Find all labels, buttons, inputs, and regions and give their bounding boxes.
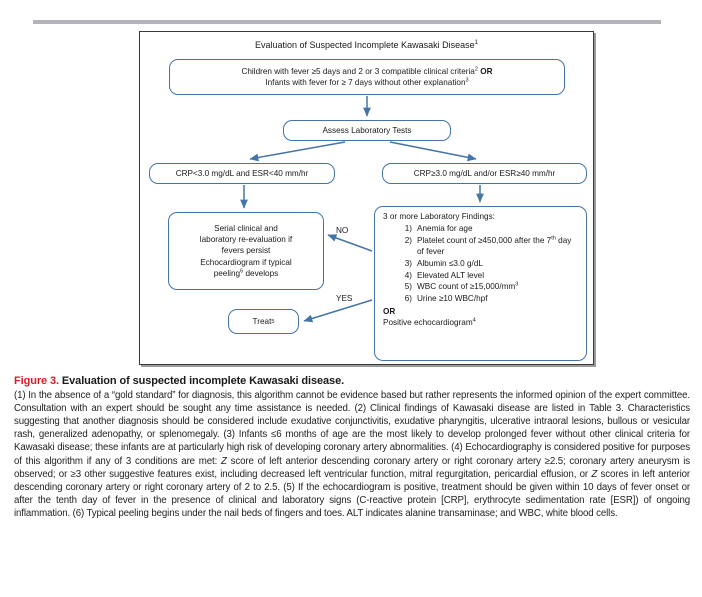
- branch-label-yes: YES: [336, 294, 353, 303]
- findings-or-label: OR: [383, 306, 396, 316]
- chart-title-footnote-marker: 1: [474, 39, 479, 46]
- findings-list-item: Anemia for age: [396, 223, 473, 234]
- criteria-line-2-footnote-marker: 3: [465, 77, 469, 84]
- node-laboratory-findings: 3 or more Laboratory Findings: Anemia fo…: [374, 206, 587, 361]
- serial-line-3: fevers persist: [221, 246, 271, 256]
- assess-label: Assess Laboratory Tests: [322, 125, 412, 135]
- treat-label: Treat: [252, 316, 272, 326]
- serial-line-5-tail: develops: [243, 268, 279, 278]
- caption-heading: Evaluation of suspected incomplete Kawas…: [61, 375, 345, 387]
- serial-line-2: laboratory re-evaluation if: [199, 235, 293, 245]
- criteria-line-1: Children with fever ≥5 days and 2 or 3 c…: [241, 66, 475, 76]
- crp-low-label: CRP<3.0 mg/dL and ESR<40 mm/hr: [175, 168, 309, 178]
- findings-list-item: Albumin ≤3.0 g/dL: [396, 258, 483, 269]
- caption-title: Figure 3. Evaluation of suspected incomp…: [14, 374, 690, 388]
- findings-list-item: Platelet count of ≥450,000 after the 7th…: [396, 234, 572, 257]
- findings-list-item: Elevated ALT level: [396, 270, 485, 281]
- serial-line-1: Serial clinical and: [214, 224, 278, 234]
- findings-echo-line: Positive echocardiogram4: [383, 317, 580, 328]
- caption-body: (1) In the absence of a “gold standard” …: [14, 390, 691, 519]
- chart-title: Evaluation of Suspected Incomplete Kawas…: [254, 39, 479, 50]
- serial-line-4: Echocardiogram if typical: [200, 257, 292, 267]
- findings-list-item: WBC count of ≥15,000/mm3: [396, 281, 519, 292]
- findings-list-item: Urine ≥10 WBC/hpf: [396, 293, 488, 304]
- figure-caption: Figure 3. Evaluation of suspected incomp…: [14, 374, 690, 520]
- node-assess-laboratory-tests: Assess Laboratory Tests: [283, 120, 451, 141]
- criteria-line-1-footnote-marker: 2: [474, 66, 478, 73]
- findings-echo-label: Positive echocardiogram: [383, 317, 473, 327]
- criteria-or-emphasis: OR: [480, 66, 493, 76]
- figure-frame: Evaluation of Suspected Incomplete Kawas…: [139, 31, 594, 365]
- node-entry-criteria: Children with fever ≥5 days and 2 or 3 c…: [169, 59, 565, 95]
- node-crp-low-branch: CRP<3.0 mg/dL and ESR<40 mm/hr: [149, 163, 335, 184]
- node-crp-high-branch: CRP≥3.0 mg/dL and/or ESR≥40 mm/hr: [382, 163, 587, 184]
- serial-line-5-footnote-marker: 6: [240, 267, 244, 274]
- findings-heading: 3 or more Laboratory Findings:: [383, 212, 495, 221]
- crp-high-label: CRP≥3.0 mg/dL and/or ESR≥40 mm/hr: [413, 168, 556, 178]
- criteria-line-2: Infants with fever for ≥ 7 days without …: [265, 78, 466, 87]
- node-serial-re-evaluation: Serial clinical and laboratory re-evalua…: [168, 212, 324, 290]
- caption-figure-number: Figure 3.: [14, 375, 59, 387]
- flowchart-arrows: [240, 96, 484, 323]
- branch-label-no: NO: [336, 226, 349, 235]
- findings-echo-footnote-marker: 4: [472, 316, 476, 323]
- serial-line-5: peeling: [213, 268, 241, 278]
- top-divider-rule: [33, 20, 661, 24]
